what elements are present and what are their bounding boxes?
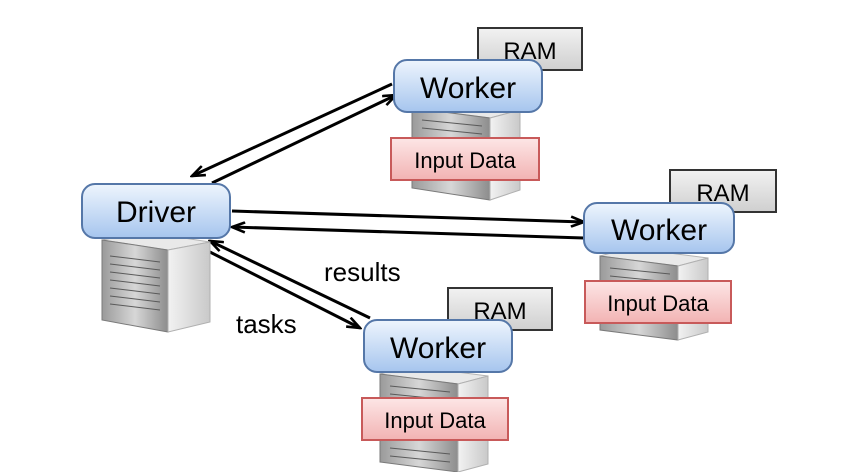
input-data-box bbox=[390, 137, 540, 181]
input-data-box bbox=[584, 280, 732, 324]
worker-node: RAM Worker Input Data bbox=[583, 169, 777, 324]
arrows bbox=[192, 82, 585, 328]
arrow-driver-to-worker-top bbox=[211, 95, 396, 185]
input-data-label: Input Data bbox=[414, 148, 516, 173]
worker-label: Worker bbox=[420, 72, 516, 105]
worker-node: RAM Worker Input Data bbox=[390, 27, 583, 181]
arrow-tasks bbox=[201, 246, 360, 328]
driver-label: Driver bbox=[116, 196, 196, 229]
arrow-worker-top-to-driver bbox=[192, 82, 393, 176]
worker-label: Worker bbox=[390, 332, 486, 365]
server-icon bbox=[101, 231, 211, 333]
arrow-driver-to-worker-right bbox=[231, 209, 584, 222]
results-label: results bbox=[324, 257, 401, 287]
input-data-label: Input Data bbox=[607, 291, 709, 316]
input-data-box bbox=[361, 397, 509, 441]
input-data-label: Input Data bbox=[384, 408, 486, 433]
tasks-label: tasks bbox=[236, 309, 297, 339]
worker-node: RAM Worker Input Data bbox=[361, 287, 553, 441]
arrow-results bbox=[210, 241, 371, 320]
worker-label: Worker bbox=[611, 214, 707, 247]
arrow-worker-right-to-driver bbox=[232, 227, 585, 240]
driver-node: Driver bbox=[81, 183, 231, 239]
